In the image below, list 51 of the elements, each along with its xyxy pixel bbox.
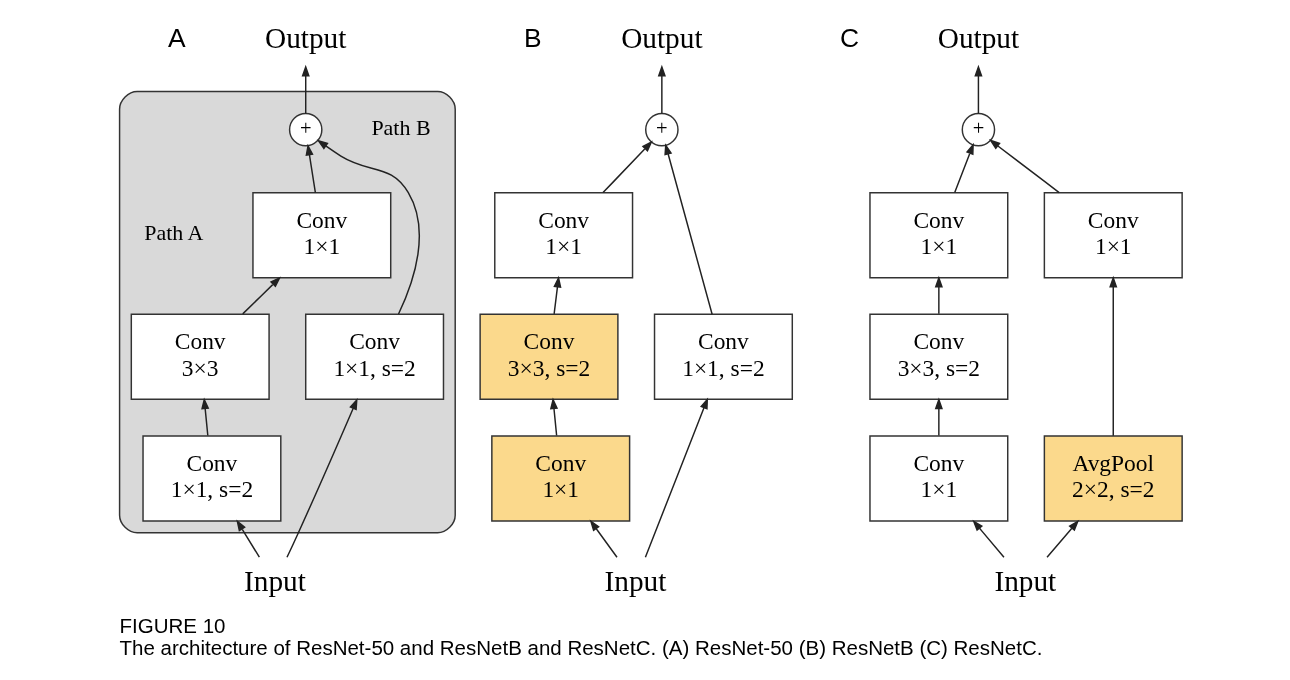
arrow [602, 140, 653, 194]
label: C [839, 22, 859, 53]
arrow [972, 519, 1005, 558]
label: A [167, 22, 186, 53]
node-box: Conv 3×3, s=2 [479, 313, 619, 401]
node-text: Output [265, 21, 347, 54]
arrow [305, 143, 317, 194]
arrow [316, 139, 420, 315]
node-box: Conv 1×1 [252, 191, 392, 279]
node-box: Conv 1×1 [869, 191, 1009, 279]
node-text: Input [244, 565, 306, 598]
node-circle: + [288, 112, 323, 147]
label: B [524, 22, 542, 53]
diagram-title: FIGURE 10 [119, 613, 226, 637]
arrow [934, 397, 943, 437]
node-box: Conv 1×1, s=2 [305, 313, 445, 401]
arrow [1109, 275, 1118, 437]
node-box: Conv 1×1 [491, 435, 631, 522]
caption: The architecture of ResNet-50 and ResNetB and ResNetC. (A) ResNet-50 (B) ResNetB (C) ResNetC. [119, 635, 1043, 659]
node-box: Conv 3×3, s=2 [869, 313, 1009, 401]
arrow [553, 275, 562, 315]
node-box: AvgPool 2×2, s=2 [1043, 435, 1183, 522]
node-circle: + [961, 112, 996, 147]
label: Path A [144, 220, 204, 246]
arrow [974, 64, 983, 115]
node-box: Conv 3×3 [130, 313, 270, 401]
node-box: Conv 1×1, s=2 [653, 313, 794, 401]
node-text: Output [621, 21, 703, 54]
arrow [589, 519, 618, 558]
arrow [242, 276, 282, 315]
arrow [301, 64, 310, 115]
label: Path B [371, 114, 431, 140]
arrow [664, 143, 713, 315]
node-text: Output [937, 21, 1020, 54]
node-circle: + [645, 112, 679, 147]
node-box: Conv 1×1, s=2 [142, 435, 282, 522]
node-box: Conv 1×1 [1043, 191, 1183, 279]
arrow [549, 397, 559, 437]
arrow [657, 64, 666, 115]
node-text: Input [994, 565, 1057, 598]
node-box: Conv 1×1 [869, 435, 1009, 522]
node-text: Input [604, 565, 667, 598]
arrow [201, 397, 210, 437]
arrow [954, 142, 974, 194]
node-box: Conv 1×1 [494, 191, 634, 279]
arrow [286, 398, 358, 558]
arrow [934, 275, 943, 315]
arrow [1046, 519, 1080, 558]
arrow [644, 397, 709, 558]
arrow [988, 139, 1060, 194]
arrow [236, 519, 261, 558]
